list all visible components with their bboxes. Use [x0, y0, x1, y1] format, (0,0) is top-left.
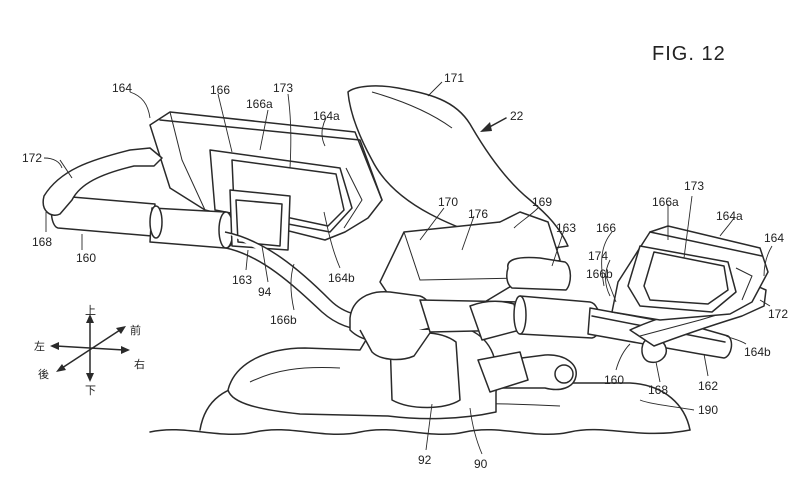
- label-168-right: 168: [648, 383, 668, 397]
- label-174: 174: [588, 249, 608, 263]
- figure-title: FIG. 12: [652, 43, 726, 65]
- label-160-left: 160: [76, 251, 96, 265]
- label-168-left: 168: [32, 235, 52, 249]
- label-171: 171: [444, 71, 464, 85]
- label-22: 22: [510, 109, 524, 123]
- label-164b-right: 164b: [744, 345, 771, 359]
- compass-up-label: 上: [85, 304, 96, 317]
- label-166-left: 166: [210, 83, 230, 97]
- label-164-right: 164: [764, 231, 784, 245]
- label-166-right: 166: [596, 221, 616, 235]
- compass-right-label: 右: [134, 357, 145, 371]
- arrow-22: [480, 118, 506, 132]
- label-166b-right: 166b: [586, 267, 613, 281]
- orientation-compass: 上 下 左 右 前 後: [34, 304, 145, 397]
- label-92: 92: [418, 453, 432, 467]
- label-94: 94: [258, 285, 272, 299]
- right-display-unit: [612, 226, 768, 320]
- label-162: 162: [698, 379, 718, 393]
- label-190: 190: [698, 403, 718, 417]
- label-172-left: 172: [22, 151, 42, 165]
- label-166a-right: 166a: [652, 195, 679, 209]
- label-90: 90: [474, 457, 488, 471]
- label-163-left: 163: [232, 273, 252, 287]
- compass-arrows: [50, 314, 130, 382]
- label-172-right: 172: [768, 307, 788, 321]
- compass-left-label: 左: [34, 340, 45, 353]
- label-163-right: 163: [556, 221, 576, 235]
- label-164a-left: 164a: [313, 109, 340, 123]
- label-173-left: 173: [273, 81, 293, 95]
- compass-front-label: 前: [130, 323, 141, 337]
- label-173-right: 173: [684, 179, 704, 193]
- label-166a-left: 166a: [246, 97, 273, 111]
- compass-down-label: 下: [85, 384, 96, 397]
- label-164a-right: 164a: [716, 209, 743, 223]
- label-160-right: 160: [604, 373, 624, 387]
- label-164-left: 164: [112, 81, 132, 95]
- label-166b-left: 166b: [270, 313, 297, 327]
- label-170: 170: [438, 195, 458, 209]
- label-164b-left: 164b: [328, 271, 355, 285]
- label-169: 169: [532, 195, 552, 209]
- compass-rear-label: 後: [38, 367, 49, 381]
- label-176: 176: [468, 207, 488, 221]
